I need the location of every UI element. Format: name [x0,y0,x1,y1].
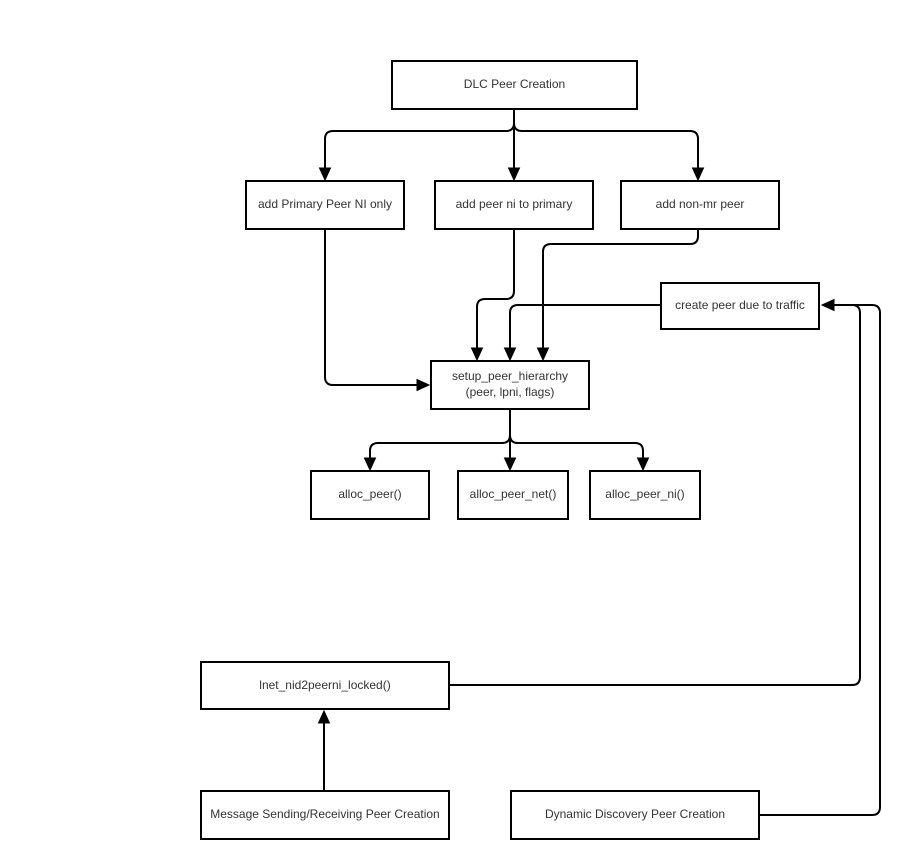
arrowhead [318,167,332,182]
node-add-peer-ni-to-primary: add peer ni to primary [434,180,594,230]
node-create-peer-due-to-traffic-label: create peer due to traffic [675,298,805,313]
node-add-non-mr-peer: add non-mr peer [620,180,780,230]
arrowhead [536,347,550,362]
node-alloc-peer-net-label: alloc_peer_net() [469,487,557,502]
node-alloc-peer-ni: alloc_peer_ni() [589,470,701,520]
node-alloc-peer: alloc_peer() [310,470,430,520]
arrowhead [416,378,431,392]
arrowhead [507,167,521,182]
node-alloc-peer-ni-label: alloc_peer_ni() [605,487,685,502]
edge-dynamic-discovery-to-create-peer [760,304,881,816]
node-message-sending-receiving-peer-creation: Message Sending/Receiving Peer Creation [200,790,450,840]
node-setup-peer-hierarchy: setup_peer_hierarchy (peer, lpni, flags) [430,360,590,410]
arrowhead [503,347,517,362]
node-create-peer-due-to-traffic: create peer due to traffic [660,282,820,330]
arrowhead [363,457,377,472]
node-add-non-mr-peer-label: add non-mr peer [655,197,745,212]
edge-add-primary-to-setup [324,230,417,386]
node-message-sending-receiving-peer-creation-label: Message Sending/Receiving Peer Creation [210,807,440,822]
edge-setup-to-alloc-peer [369,410,511,458]
node-alloc-peer-net: alloc_peer_net() [457,470,569,520]
edge-setup-to-alloc-peer-ni [509,410,644,458]
arrowhead [691,167,705,182]
node-lnet-nid2peerni-locked-label: lnet_nid2peerni_locked() [259,677,391,692]
edge-dlc-to-add-primary [324,110,515,168]
arrowhead [470,347,484,362]
node-dlc-peer-creation: DLC Peer Creation [391,60,638,110]
edge-create-peer-to-setup [509,304,660,348]
arrowhead [503,457,517,472]
node-dlc-peer-creation-label: DLC Peer Creation [463,77,566,92]
node-add-primary-peer-ni-only: add Primary Peer NI only [245,180,405,230]
arrowhead [636,457,650,472]
node-add-peer-ni-to-primary-label: add peer ni to primary [455,197,573,212]
arrowhead [820,298,835,312]
node-dynamic-discovery-peer-creation: Dynamic Discovery Peer Creation [510,790,760,840]
arrowhead [317,709,331,724]
node-dynamic-discovery-peer-creation-label: Dynamic Discovery Peer Creation [544,807,726,822]
edge-dlc-to-add-non-mr [513,110,699,168]
node-lnet-nid2peerni-locked: lnet_nid2peerni_locked() [200,661,450,710]
edge-add-peer-ni-to-setup [476,230,515,348]
node-alloc-peer-label: alloc_peer() [338,487,402,502]
node-setup-peer-hierarchy-label: setup_peer_hierarchy (peer, lpni, flags) [451,369,569,399]
node-add-primary-peer-ni-only-label: add Primary Peer NI only [257,197,393,212]
